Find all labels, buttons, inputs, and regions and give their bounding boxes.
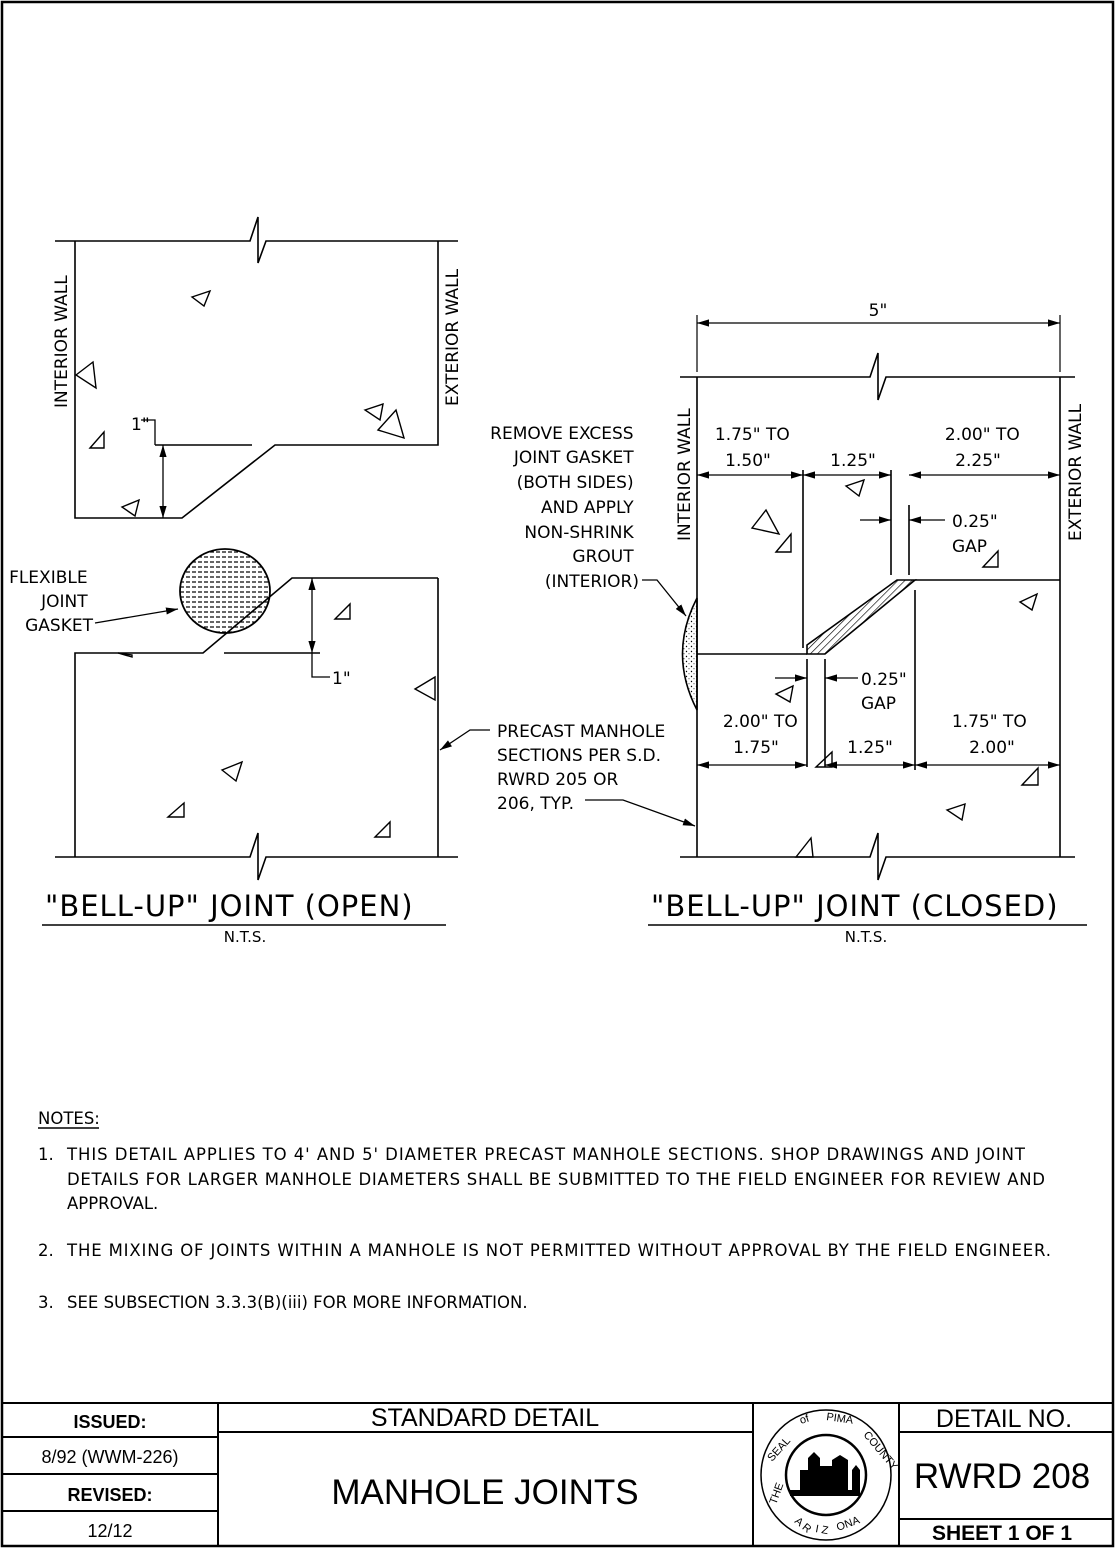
gasket-label: FLEXIBLE JOINT GASKET — [9, 568, 94, 636]
right-exterior-wall-label: EXTERIOR WALL — [1066, 403, 1086, 541]
note-2: 2. THE MIXING OF JOINTS WITHIN A MANHOLE… — [38, 1241, 1051, 1260]
overall-dim-label: 5" — [869, 301, 888, 321]
issued-value: 8/92 (WWM-226) — [41, 1447, 178, 1467]
revised-value: 12/12 — [87, 1521, 132, 1541]
svg-text:of: of — [798, 1412, 811, 1427]
top-gap-label: 0.25" GAP — [952, 512, 1003, 557]
precast-sections-label: PRECAST MANHOLE SECTIONS PER S.D. RWRD 2… — [497, 722, 671, 814]
title-block — [2, 1402, 1113, 1546]
top-dim-mid: 1.25" — [830, 451, 876, 471]
svg-text:I Z: I Z — [814, 1523, 829, 1537]
detail-number: RWRD 208 — [914, 1457, 1090, 1496]
drawing-title: MANHOLE JOINTS — [331, 1473, 638, 1512]
bottom-gap-label: 0.25" GAP — [861, 670, 912, 714]
issued-label: ISSUED: — [73, 1412, 146, 1432]
right-detail-scale: N.T.S. — [845, 928, 887, 946]
lower-section-outline — [55, 577, 458, 881]
left-dim-top-label: 1" — [131, 415, 150, 435]
detail-no-label: DETAIL NO. — [936, 1405, 1072, 1433]
svg-text:THE: THE — [768, 1481, 787, 1506]
bell-up-joint-open-detail — [55, 216, 490, 881]
svg-text:PIMA: PIMA — [826, 1411, 855, 1427]
notes-heading: NOTES: — [38, 1109, 100, 1128]
bottom-dim-right: 1.75" TO 2.00" — [952, 712, 1032, 758]
svg-text:COUNTY: COUNTY — [861, 1429, 900, 1473]
notes-list: 1. THIS DETAIL APPLIES TO 4' AND 5' DIAM… — [38, 1145, 1051, 1312]
left-detail-scale: N.T.S. — [224, 928, 266, 946]
left-detail-title: "BELL-UP" JOINT (OPEN) — [45, 889, 414, 923]
note-3: 3. SEE SUBSECTION 3.3.3(B)(iii) FOR MORE… — [38, 1293, 528, 1312]
grout-bulge — [681, 597, 698, 711]
right-detail-title: "BELL-UP" JOINT (CLOSED) — [651, 889, 1059, 923]
right-interior-wall-label: INTERIOR WALL — [675, 408, 695, 541]
note-1: 1. THIS DETAIL APPLIES TO 4' AND 5' DIAM… — [38, 1145, 1051, 1213]
bottom-dim-left: 2.00" TO 1.75" — [723, 712, 803, 758]
pima-county-seal: THE SEAL of PIMA COUNTY A R I Z ONA — [760, 1409, 900, 1541]
bell-up-joint-closed-detail — [585, 315, 1075, 881]
standard-detail-label: STANDARD DETAIL — [371, 1404, 599, 1432]
top-dim-left: 1.75" TO 1.50" — [715, 425, 795, 471]
sheet-number: SHEET 1 OF 1 — [932, 1522, 1072, 1545]
left-interior-wall-label: INTERIOR WALL — [52, 275, 72, 408]
revised-label: REVISED: — [67, 1485, 152, 1505]
upper-section-outline — [55, 216, 458, 519]
hatched-gap — [806, 579, 918, 655]
left-dim-bottom-label: 1" — [332, 669, 351, 689]
flexible-joint-gasket — [179, 548, 271, 634]
left-exterior-wall-label: EXTERIOR WALL — [443, 268, 463, 406]
bottom-dim-mid: 1.25" — [847, 738, 893, 758]
top-dim-right: 2.00" TO 2.25" — [945, 425, 1025, 471]
remove-grout-label: REMOVE EXCESS JOINT GASKET (BOTH SIDES) … — [490, 424, 639, 592]
